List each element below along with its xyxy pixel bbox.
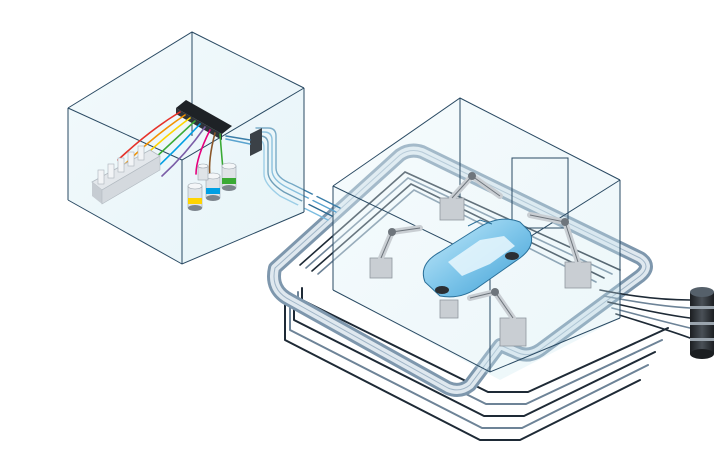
spool-blue-icon — [205, 172, 221, 201]
robot-arm-left — [369, 225, 423, 279]
cable-harness-cell-icon — [67, 31, 305, 265]
spool-small-icon — [197, 163, 209, 181]
car-body-icon — [422, 218, 533, 298]
robot-arm-front — [467, 288, 527, 347]
harness-fixture-comb — [91, 145, 161, 205]
robot-assembly-cell-icon — [332, 97, 621, 380]
harness-cell-edges — [67, 31, 305, 265]
robot-arm-top — [439, 172, 503, 221]
wire-spools — [187, 162, 237, 211]
spool-green-icon — [221, 162, 237, 191]
robot-arm-right — [527, 212, 592, 289]
robot-arm-front-left — [439, 299, 459, 319]
cable-drum-icon — [690, 287, 714, 359]
spool-yellow-icon — [187, 182, 203, 211]
